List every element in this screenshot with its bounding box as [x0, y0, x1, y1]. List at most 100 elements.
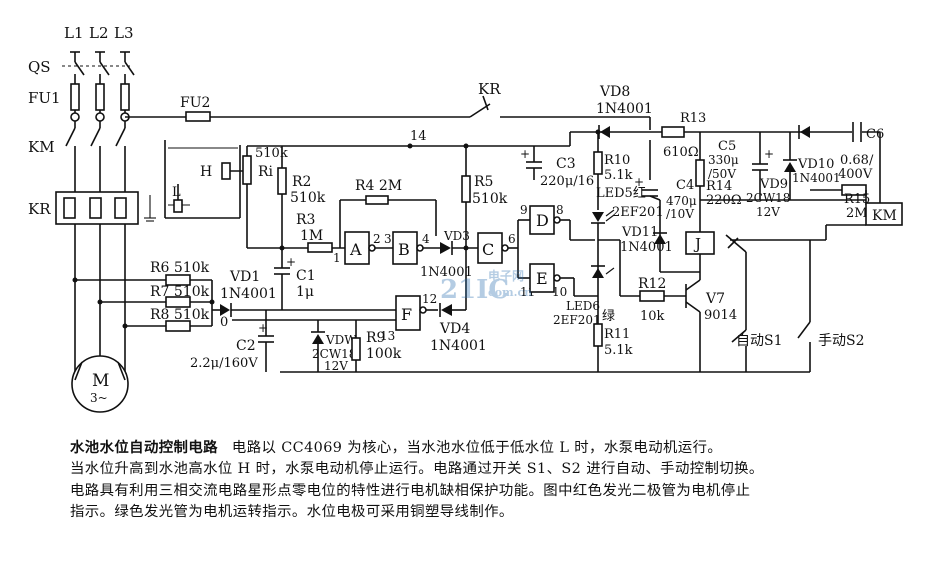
label-r5-val: 510k: [472, 191, 508, 207]
label-led5: LED5红: [596, 185, 646, 201]
caption-line-2: 当水位升高到水池高水位 H 时，水泵电动机停止运行。电路通过开关 S1、S2 进…: [70, 461, 764, 478]
label-vd9-type: 2CW18: [746, 191, 790, 205]
label-r15-val: 2M: [846, 206, 868, 221]
label-c2: C2: [236, 338, 256, 354]
label-r13-val: 610Ω: [663, 145, 699, 160]
label-c6-val2: 400V: [838, 167, 873, 182]
label-r9-val: 100k: [366, 346, 402, 362]
label-vd10: VD10: [797, 157, 834, 172]
label-kr-contact: KR: [478, 80, 501, 98]
label-r12: R12: [638, 276, 666, 292]
label-kr: KR: [28, 200, 51, 218]
pin-13: 13: [380, 329, 395, 343]
label-l: L: [172, 185, 181, 200]
motor-label: M: [92, 371, 109, 391]
gate-f: F 12 13 VD4 1N4001: [232, 292, 487, 354]
gate-b-label: B: [398, 240, 410, 259]
pin-6: 6: [508, 232, 516, 246]
water-tank: H L Ri 510k: [144, 140, 345, 249]
pin-1: 1: [333, 251, 341, 265]
phase-loss-detector: R6 510k R7 510k R8 510k VD1 1N4001 0 + C…: [72, 260, 402, 373]
label-node14: 14: [410, 129, 427, 144]
label-c3-val: 220μ/16: [540, 174, 594, 189]
label-vdw: VDW: [325, 333, 357, 347]
label-c5-val2: /50V: [708, 167, 736, 181]
gate-f-label: F: [401, 305, 412, 324]
label-c1: C1: [296, 268, 316, 284]
label-r8: R8 510k: [150, 307, 210, 323]
label-c2-val: 2.2μ/160V: [190, 356, 258, 371]
gate-e-label: E: [536, 269, 548, 288]
figure-caption: 水池水位自动控制电路电路以 CC4069 为核心，当水池水位低于低水位 L 时，…: [70, 437, 915, 524]
label-r2: R2: [292, 174, 311, 190]
pin-2: 2: [373, 232, 381, 246]
label-vdw-v: 12V: [324, 359, 348, 373]
gates-cde: 5 C 6 9 D 8 11 E 10: [477, 203, 598, 299]
label-c1-plus: +: [286, 255, 296, 269]
label-vd8-type: 1N4001: [596, 101, 653, 117]
label-c5-plus: +: [764, 147, 774, 161]
label-ri-val: 510k: [255, 146, 288, 161]
label-vdw-type: 2CW18: [312, 347, 356, 361]
label-l2: L2: [89, 24, 109, 42]
caption-line-3: 电路具有利用三相交流电路星形点零电位的特性进行电机缺相保护功能。图中红色发光二极…: [70, 482, 751, 499]
label-c4-plus: +: [634, 175, 644, 189]
label-v7-type: 9014: [704, 308, 737, 323]
indicator-network: + C3 220μ/16 R10 5.1k LED5红 2EF201 LED6 …: [280, 129, 700, 373]
label-c4-val2: /10V: [666, 207, 694, 221]
gate-c-label: C: [482, 240, 494, 259]
label-s2: 手动S2: [818, 333, 865, 349]
input-network: R2 510k R3 1M C1 1μ +: [274, 146, 333, 300]
label-led6-type: 2EF201: [553, 313, 601, 327]
label-fu2: FU2: [180, 95, 210, 111]
label-r3: R3: [296, 212, 315, 228]
label-r2-val: 510k: [290, 190, 326, 206]
watermark-cn: 电子网: [488, 268, 524, 283]
label-r7: R7 510k: [150, 284, 210, 300]
gates-ab: R4 2M A 1 2 3 B 4 VD3 1N4001 R5 510k: [333, 146, 508, 310]
label-c5-val1: 330μ: [708, 153, 739, 167]
label-led6: LED6: [566, 299, 600, 313]
circuit-schematic: L1 L2 L3 QS FU1 KM KR M 3~: [28, 24, 903, 413]
label-c6: C6: [866, 127, 884, 142]
pin-12: 12: [422, 292, 437, 306]
label-vd3: VD3: [443, 229, 470, 243]
label-fu1: FU1: [28, 89, 61, 107]
label-led6-color: 绿: [602, 309, 615, 324]
watermark-en: com.cn: [488, 286, 532, 299]
label-c2-plus: +: [258, 321, 268, 335]
label-c4-val1: 470μ: [666, 194, 697, 208]
label-v7: V7: [705, 291, 725, 307]
label-led5-type: 2EF201: [612, 205, 664, 220]
label-r9: R9: [366, 330, 385, 346]
dc-bus: 14 R13 610Ω C6: [282, 111, 884, 205]
motor-sub: 3~: [90, 391, 108, 405]
label-h: H: [200, 164, 212, 180]
label-vd10-type: 1N4001: [792, 171, 841, 185]
label-r11: R11: [604, 327, 630, 342]
label-vd9: VD9: [759, 177, 788, 192]
pin-10: 10: [552, 285, 567, 299]
three-phase-supply: L1 L2 L3 QS FU1 KM KR M 3~: [28, 24, 139, 413]
label-c3-plus: +: [520, 147, 530, 161]
label-r11-val: 5.1k: [604, 343, 633, 358]
label-r14: R14: [706, 179, 732, 194]
label-ri: Ri: [258, 164, 274, 180]
km-coil-label: KM: [872, 208, 897, 224]
caption-line-1: 电路以 CC4069 为核心，当水池水位低于低水位 L 时，水泵电动机运行。: [231, 440, 723, 456]
label-r4: R4 2M: [355, 178, 402, 194]
mode-switches: 自动S1 手动S2: [700, 240, 865, 373]
label-km: KM: [28, 138, 55, 156]
label-c4: C4: [676, 178, 694, 193]
pin-8: 8: [556, 203, 564, 217]
gate-a-label: A: [349, 240, 362, 259]
label-c1-val: 1μ: [296, 284, 314, 300]
relay-j-label: J: [693, 235, 701, 253]
label-l1: L1: [64, 24, 84, 42]
label-r10-val: 5.1k: [604, 168, 633, 183]
label-l3: L3: [114, 24, 134, 42]
label-c6-val1: 0.68/: [840, 153, 874, 168]
km-supply: C5 330μ /50V + VD9 2CW18 12V VD10 1N4001…: [700, 132, 903, 226]
pin-9: 9: [520, 203, 528, 217]
gate-d-label: D: [536, 211, 549, 230]
